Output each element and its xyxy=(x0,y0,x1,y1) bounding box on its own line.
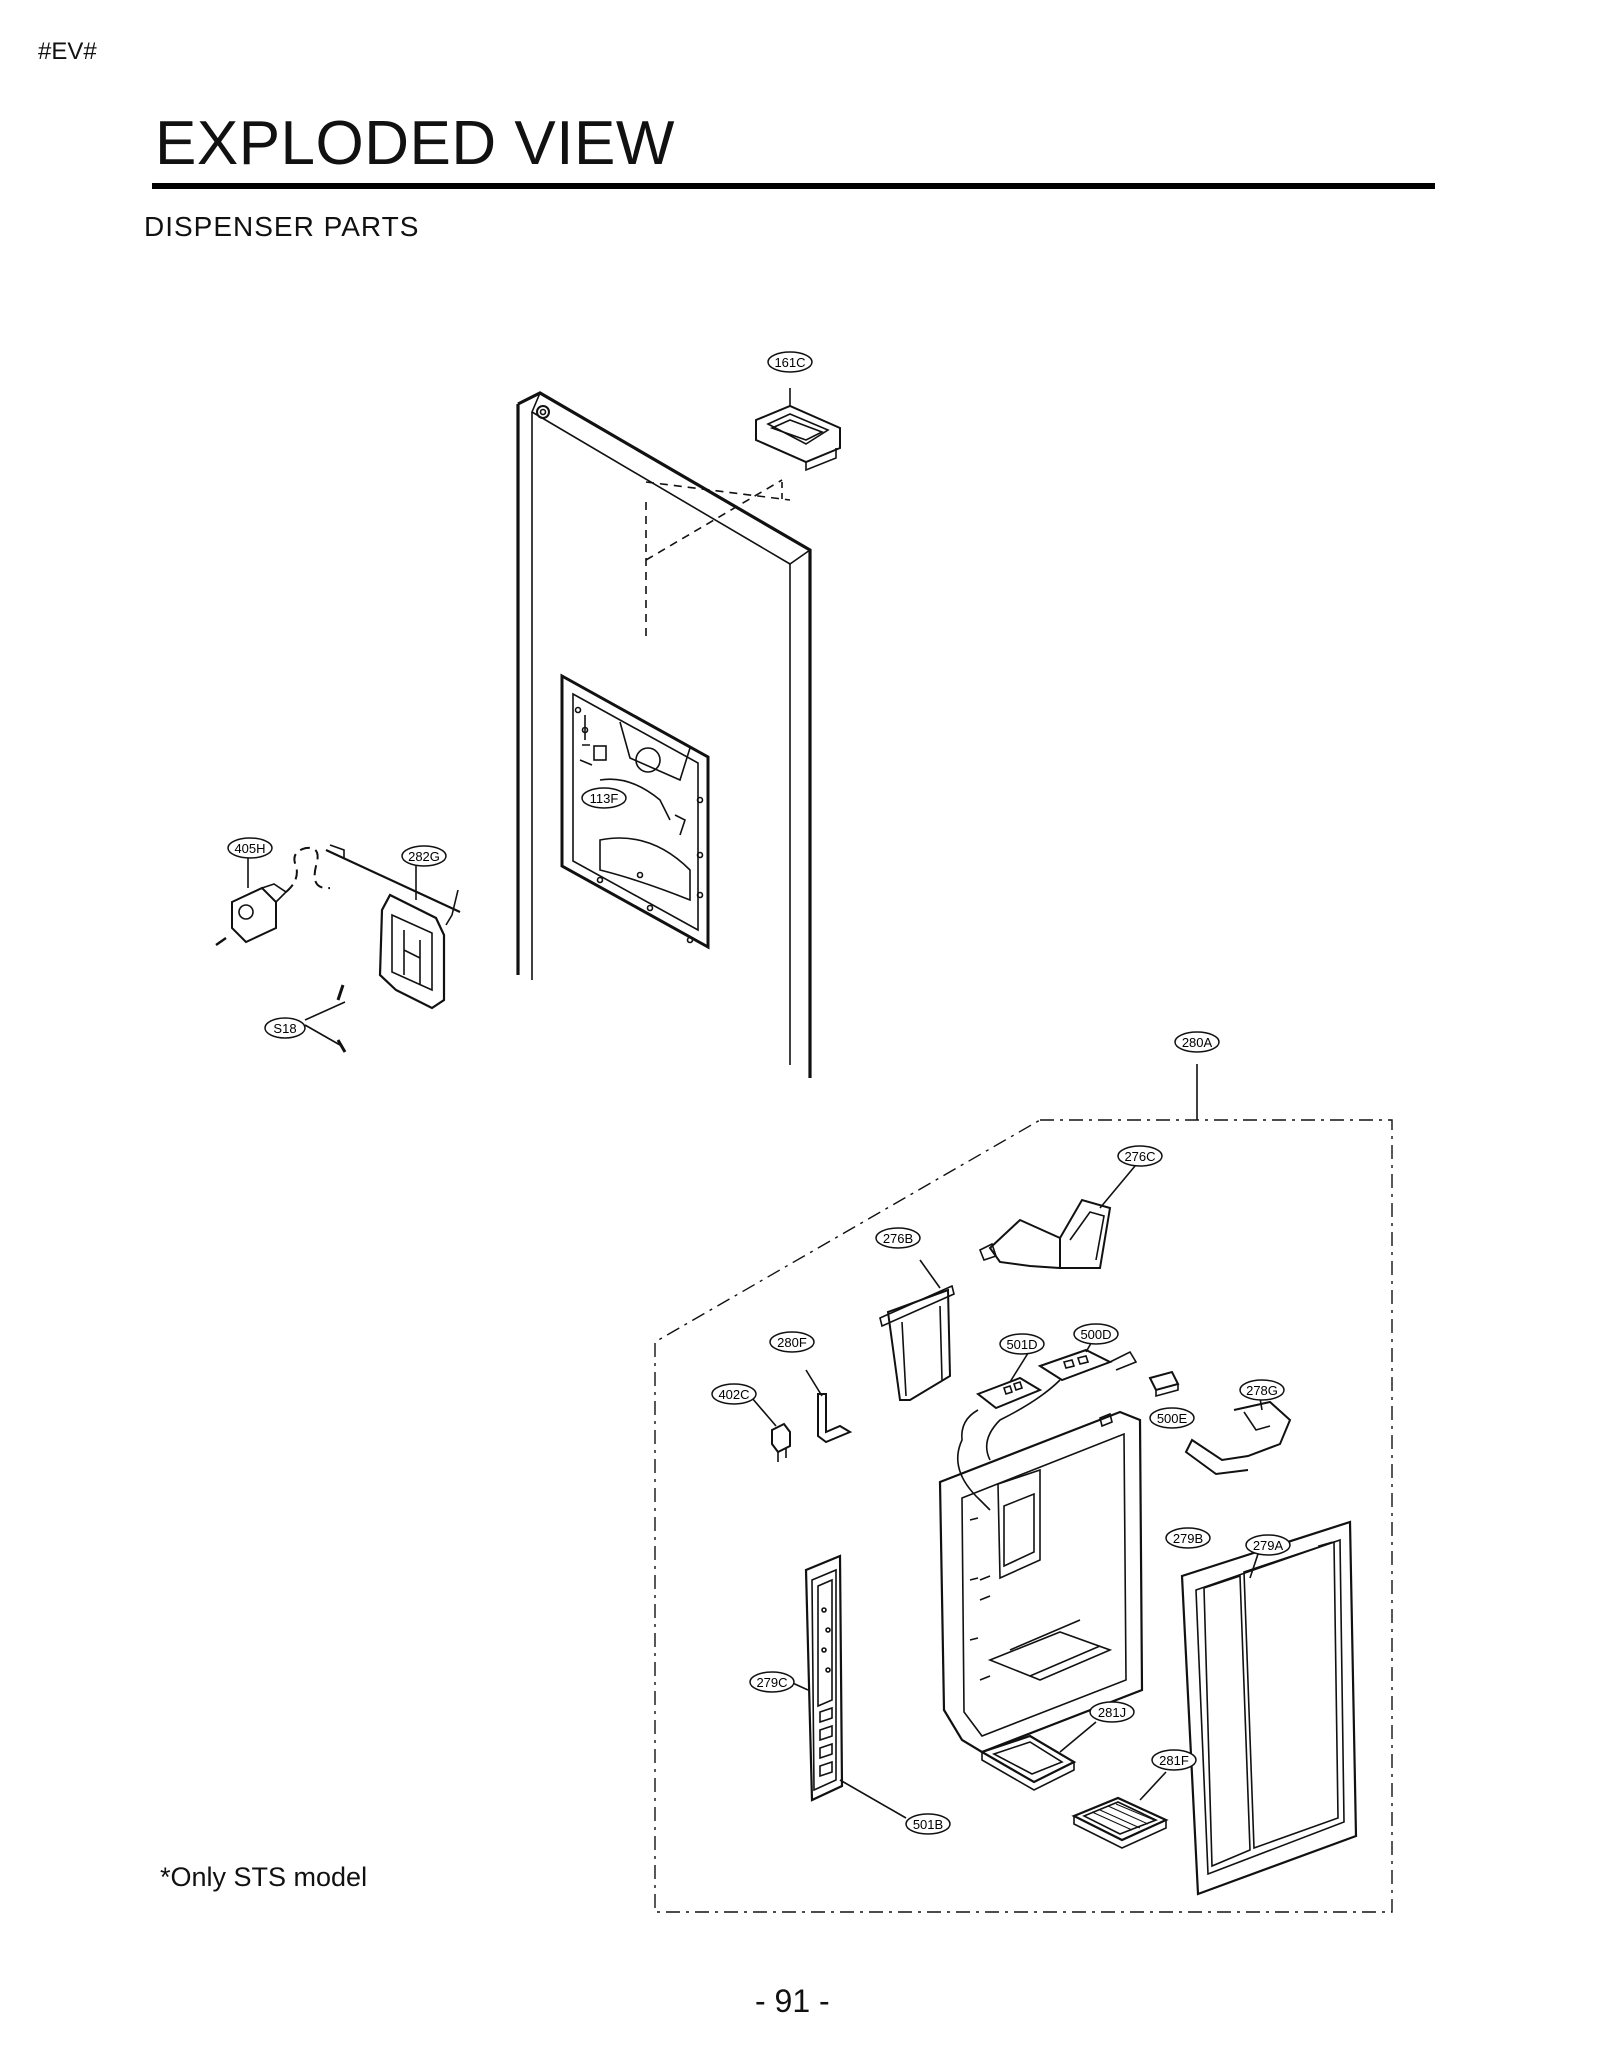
part-282G-bracket xyxy=(325,844,461,1010)
callout-281J: 281J xyxy=(1089,1701,1135,1723)
part-276C-duct xyxy=(978,1159,1141,1270)
callout-label: 279A xyxy=(1253,1538,1284,1553)
callout-label: 276B xyxy=(883,1231,913,1246)
callout-161C: 161C xyxy=(767,351,813,373)
callout-278G: 278G xyxy=(1239,1379,1285,1401)
callout-276B: 276B xyxy=(875,1227,921,1249)
callout-279A: 279A xyxy=(1245,1534,1291,1556)
callout-281F: 281F xyxy=(1151,1749,1197,1771)
callout-label: 276C xyxy=(1124,1149,1155,1164)
page-title: EXPLODED VIEW xyxy=(155,109,675,178)
part-500D-pcb xyxy=(985,1337,1138,1461)
callout-label: 113F xyxy=(590,791,619,806)
callout-label: 402C xyxy=(718,1387,749,1402)
callout-label: 161C xyxy=(774,355,805,370)
footnote: *Only STS model xyxy=(160,1862,368,1892)
callout-279B: 279B xyxy=(1165,1527,1211,1549)
callout-label: 280F xyxy=(777,1335,807,1350)
page-number: - 91 - xyxy=(755,1983,830,2019)
door-panel xyxy=(516,391,812,1078)
part-500E-connector xyxy=(1148,1370,1180,1398)
part-402C-switch xyxy=(751,1397,791,1462)
part-S18-screws xyxy=(304,984,347,1053)
part-276B-flap xyxy=(879,1259,955,1401)
callout-label: 501D xyxy=(1006,1337,1037,1352)
part-405H-motor xyxy=(215,846,331,946)
callout-label: 281J xyxy=(1098,1705,1126,1720)
callout-113F: 113F xyxy=(581,787,627,809)
callout-label: 405H xyxy=(234,841,265,856)
assembly-boundary-280A xyxy=(654,1119,1393,1913)
callout-label: 280A xyxy=(1182,1035,1213,1050)
callout-label: 281F xyxy=(1159,1753,1189,1768)
callout-label: 500E xyxy=(1157,1411,1188,1426)
part-281F-grille xyxy=(1071,1771,1169,1849)
part-280F-lever xyxy=(805,1369,853,1444)
callout-500D: 500D xyxy=(1073,1323,1119,1345)
callout-label: 500D xyxy=(1080,1327,1111,1342)
callout-276C: 276C xyxy=(1117,1145,1163,1167)
part-161C-cap xyxy=(755,388,841,472)
part-dispenser-housing xyxy=(938,1410,1144,1754)
callout-501D: 501D xyxy=(999,1333,1045,1355)
part-279A-cover xyxy=(1180,1520,1358,1896)
callout-501B: 501B xyxy=(905,1813,951,1835)
part-278G-chute xyxy=(1184,1397,1292,1476)
callout-label: 279C xyxy=(756,1675,787,1690)
callout-label: 282G xyxy=(408,849,440,864)
section-title: DISPENSER PARTS xyxy=(144,211,420,242)
callout-402C: 402C xyxy=(711,1383,757,1405)
callout-S18: S18 xyxy=(264,1017,306,1039)
callout-280A: 280A xyxy=(1174,1031,1220,1053)
part-281J-tray xyxy=(979,1721,1097,1791)
callout-label: 501B xyxy=(913,1817,943,1832)
part-279C-control-panel xyxy=(785,1554,907,1819)
callout-label: S18 xyxy=(273,1021,296,1036)
part-501D-pcb xyxy=(956,1349,1043,1511)
doc-tag: #EV# xyxy=(38,38,97,65)
callout-279C: 279C xyxy=(749,1671,795,1693)
title-rule xyxy=(152,183,1435,189)
callout-280F: 280F xyxy=(769,1331,815,1353)
callout-label: 278G xyxy=(1246,1383,1278,1398)
callout-405H: 405H xyxy=(227,837,273,859)
callout-500E: 500E xyxy=(1149,1407,1195,1429)
callout-label: 279B xyxy=(1173,1531,1203,1546)
callout-282G: 282G xyxy=(401,845,447,867)
